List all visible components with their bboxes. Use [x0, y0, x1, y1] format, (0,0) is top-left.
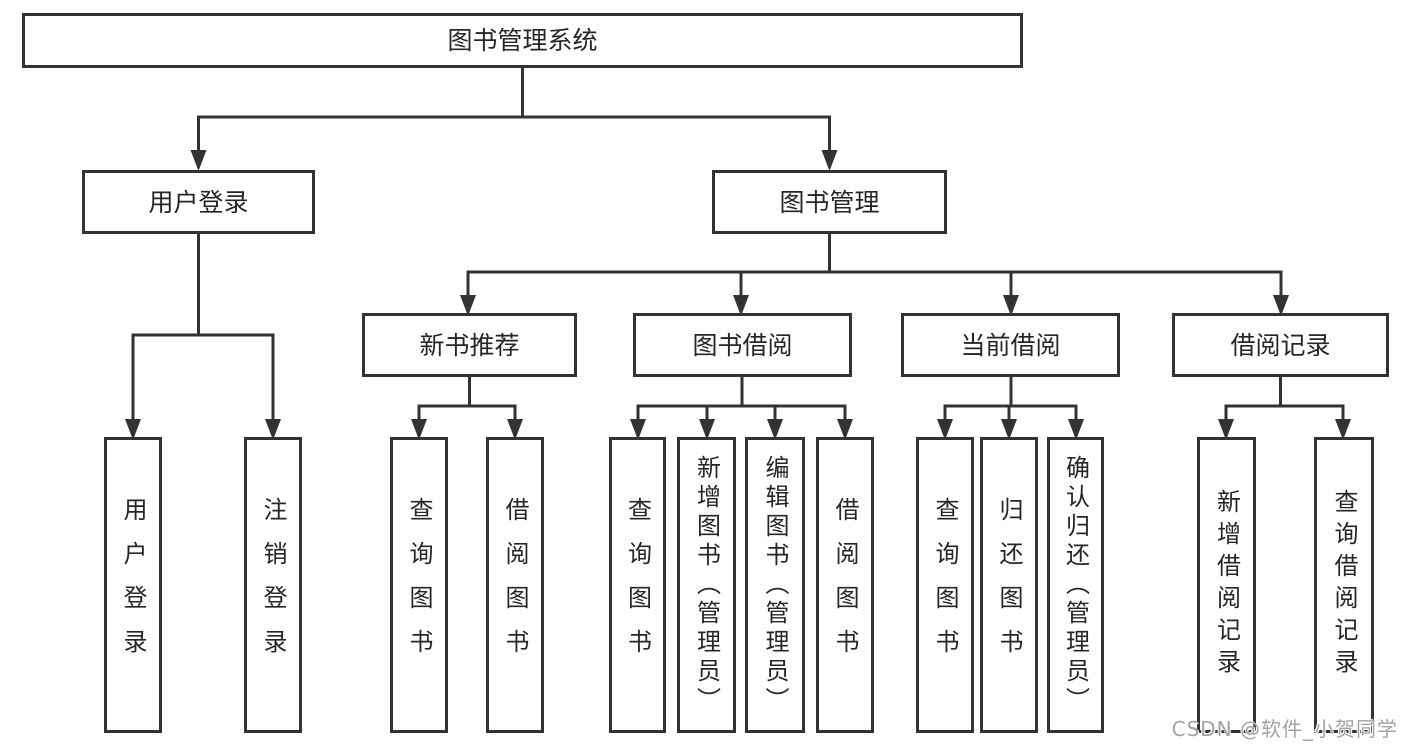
- node-label: 新增图书（管理员）: [692, 454, 721, 716]
- arrowhead: [190, 150, 207, 171]
- leaf-borrow-books: 借阅图书: [816, 437, 874, 733]
- connector-path: [417, 375, 517, 425]
- node-label: 当前借阅: [960, 330, 1061, 360]
- connector-path: [131, 232, 275, 423]
- node-label: 新书推荐: [419, 330, 520, 360]
- connector-path: [466, 232, 1283, 300]
- leaf-borrow-books-recommend: 借阅图书: [486, 437, 544, 733]
- node-user-login: 用户登录: [82, 170, 315, 234]
- connector-book-borrow-children: [630, 375, 853, 440]
- node-label: 归还图书: [995, 497, 1023, 673]
- node-label: 图书借阅: [692, 330, 793, 360]
- node-label: 用户登录: [148, 187, 249, 217]
- node-new-book-recommend: 新书推荐: [362, 313, 577, 377]
- node-label: 查询图书: [623, 497, 652, 673]
- leaf-query-borrow-record: 查询借阅记录: [1314, 437, 1374, 733]
- node-root-system: 图书管理系统: [22, 13, 1023, 68]
- node-label: 图书管理系统: [447, 26, 598, 55]
- connector-current-borrow-children: [937, 375, 1084, 440]
- leaf-query-books-recommend: 查询图书: [390, 437, 448, 733]
- connector-user-login-children: [125, 232, 281, 440]
- connector-path: [1224, 375, 1345, 425]
- connector-new-book-recommend-children: [411, 375, 523, 440]
- leaf-add-books-admin: 新增图书（管理员）: [677, 437, 736, 733]
- node-label: 查询借阅记录: [1330, 489, 1358, 681]
- node-label: 借阅记录: [1230, 330, 1331, 360]
- node-label: 编辑图书（管理员）: [761, 454, 789, 716]
- arrowhead: [821, 150, 838, 171]
- connector-path: [636, 375, 847, 425]
- connector-path: [197, 66, 831, 155]
- node-current-borrow: 当前借阅: [901, 313, 1120, 377]
- connector-path: [943, 375, 1078, 425]
- connector-borrow-records-children: [1218, 375, 1351, 440]
- connector-book-management-children: [460, 232, 1289, 316]
- node-label: 查询图书: [931, 497, 959, 673]
- node-book-borrow: 图书借阅: [633, 313, 852, 377]
- watermark: CSDN @软件_小贺同学: [1171, 717, 1398, 741]
- leaf-add-borrow-record: 新增借阅记录: [1197, 437, 1256, 733]
- leaf-confirm-return-admin: 确认归还（管理员）: [1047, 437, 1104, 733]
- node-label: 图书管理: [779, 187, 880, 217]
- node-label: 借阅图书: [831, 497, 859, 673]
- leaf-query-books-borrow: 查询图书: [609, 437, 666, 733]
- leaf-edit-books-admin: 编辑图书（管理员）: [745, 437, 805, 733]
- node-book-management: 图书管理: [712, 170, 947, 234]
- connector-root-to-level1: [190, 66, 838, 171]
- node-label: 借阅图书: [501, 497, 529, 673]
- node-label: 查询图书: [405, 497, 433, 673]
- leaf-query-books-current: 查询图书: [916, 437, 974, 733]
- node-label: 确认归还（管理员）: [1061, 454, 1090, 716]
- node-borrow-records: 借阅记录: [1172, 313, 1389, 377]
- leaf-logout: 注销登录: [244, 437, 302, 733]
- node-label: 新增借阅记录: [1212, 489, 1241, 681]
- node-label: 注销登录: [259, 497, 287, 673]
- leaf-return-books: 归还图书: [980, 437, 1038, 733]
- node-label: 用户登录: [119, 497, 147, 673]
- leaf-user-login: 用户登录: [104, 437, 162, 733]
